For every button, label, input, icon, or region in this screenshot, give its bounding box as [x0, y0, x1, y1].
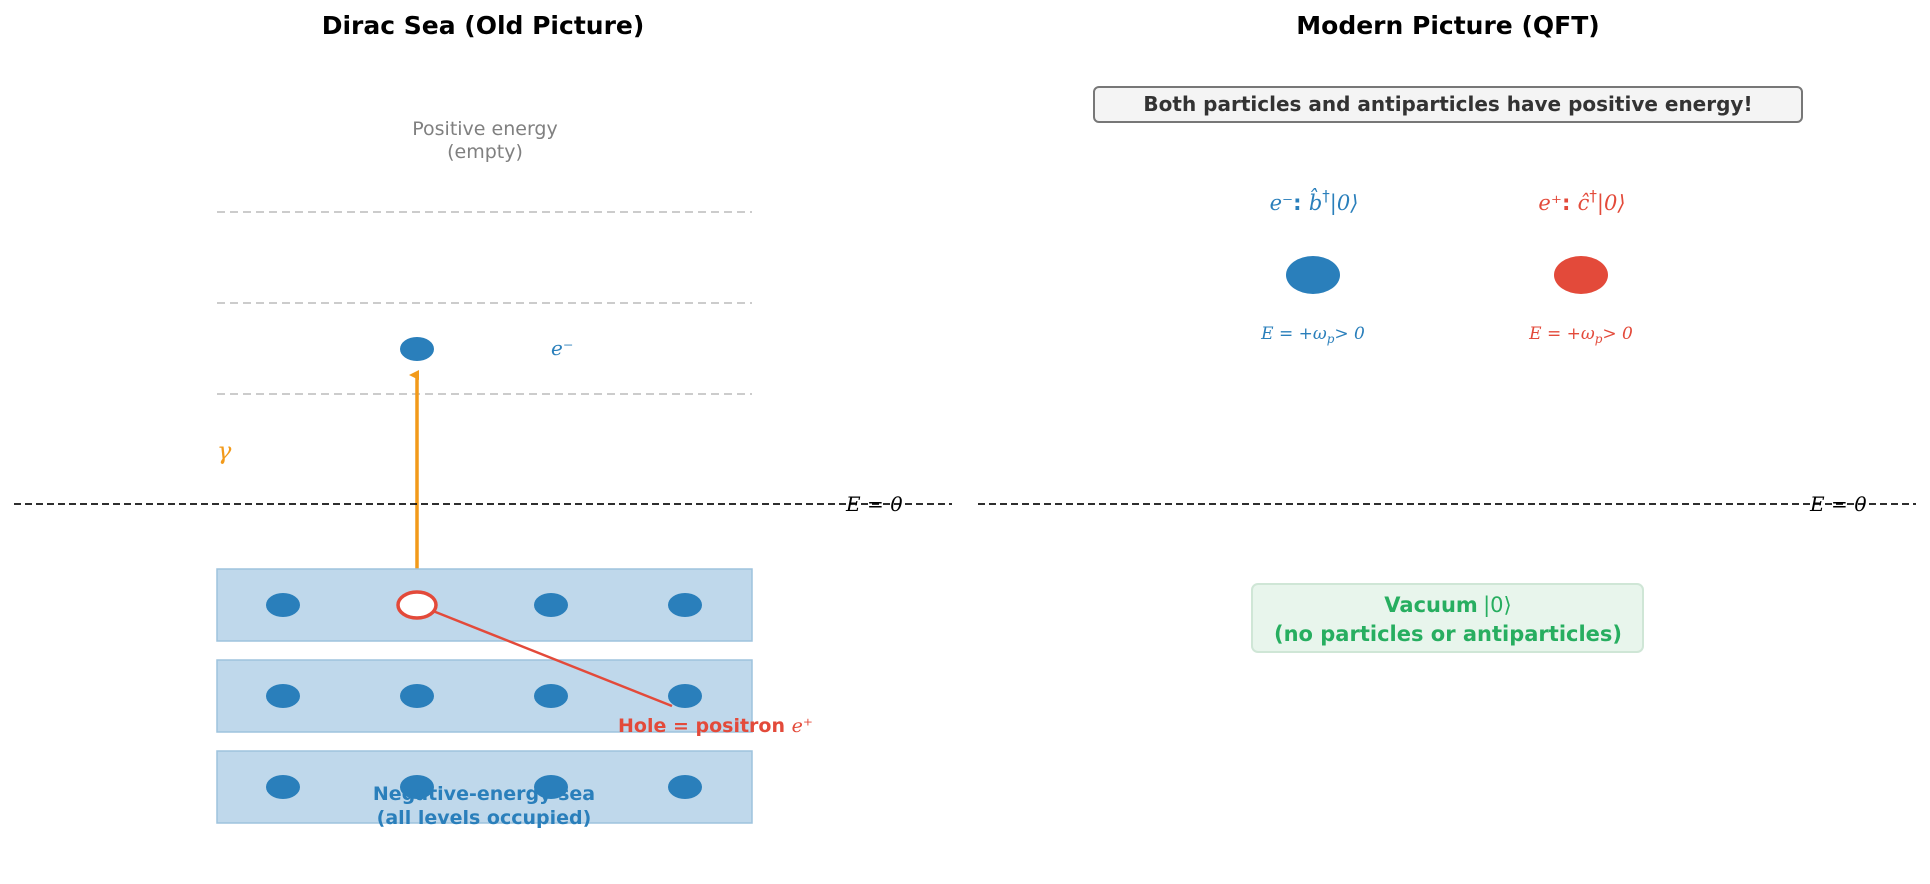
photon-label: γ — [217, 437, 232, 465]
sea-electron-dot — [668, 684, 702, 708]
hole-label: Hole = positron e⁺ — [618, 715, 813, 737]
sea-label-line1: Negative-energy sea — [373, 783, 595, 805]
sea-band — [216, 659, 753, 733]
banner-text: Both particles and antiparticles have po… — [1143, 92, 1752, 116]
sea-electron-dot — [266, 684, 300, 708]
electron-label: e⁻ — [551, 336, 573, 360]
sea-electron-dot — [668, 775, 702, 799]
sea-band — [216, 568, 753, 642]
positive-energy-label-line2: (empty) — [447, 141, 523, 163]
vacuum-label-line1: Vacuum |0⟩ — [1384, 593, 1511, 618]
positron-dot — [1554, 256, 1608, 294]
positron-energy-label: E = +ωp> 0 — [1528, 324, 1633, 346]
positron-state-label: e⁺: ĉ†|0⟩ — [1538, 187, 1625, 216]
vacuum-box — [1251, 583, 1644, 653]
electron-state-label: e⁻: b̂†|0⟩ — [1270, 187, 1359, 216]
sea-electron-dot — [668, 593, 702, 617]
sea-electron-dot — [534, 593, 568, 617]
sea-electron-dot — [266, 775, 300, 799]
left-panel-title: Dirac Sea (Old Picture) — [322, 11, 645, 40]
hole-dot — [396, 590, 438, 620]
sea-electron-dot — [534, 775, 568, 799]
zero-energy-label: E = 0 — [1809, 492, 1867, 516]
left-panel: Dirac Sea (Old Picture) Positive energy … — [14, 11, 952, 829]
right-panel-title: Modern Picture (QFT) — [1296, 11, 1599, 40]
sea-electron-dot — [400, 684, 434, 708]
electron-energy-label: E = +ωp> 0 — [1260, 324, 1365, 346]
positive-energy-label-line1: Positive energy — [412, 118, 558, 140]
sea-electron-dot — [400, 775, 434, 799]
sea-label-line2: (all levels occupied) — [377, 807, 592, 829]
sea-band — [216, 750, 753, 824]
electron-dot — [1286, 256, 1340, 294]
right-panel: Modern Picture (QFT) Both particles and … — [978, 11, 1916, 653]
sea-electron-dot — [266, 593, 300, 617]
hole-pointer-line — [432, 609, 673, 708]
excited-electron-dot — [400, 337, 434, 361]
banner-box — [1093, 86, 1803, 123]
zero-energy-label: E = 0 — [845, 492, 903, 516]
vacuum-label-line2: (no particles or antiparticles) — [1274, 622, 1622, 646]
sea-electron-dot — [534, 684, 568, 708]
